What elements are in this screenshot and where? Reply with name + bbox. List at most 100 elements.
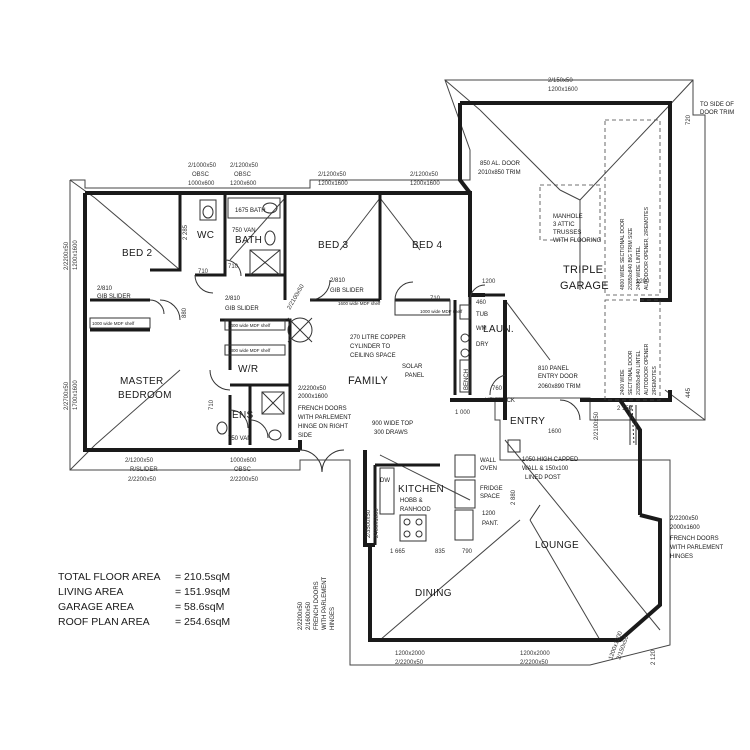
garage-door-outlines <box>539 119 661 446</box>
room-wr: W/R <box>238 364 258 375</box>
note-pant2: PANT. <box>482 521 499 527</box>
note-garage-door9: 2/REMOTES <box>652 365 658 395</box>
room-family: FAMILY <box>348 375 388 387</box>
note-slider-bed2a: 2/810 <box>97 286 113 292</box>
note-manhole1: MANHOLE <box>553 214 583 220</box>
area-roof-label: ROOF PLAN AREA <box>58 616 150 628</box>
note-dry: DRY <box>476 342 489 348</box>
dim-760: 760 <box>492 386 503 392</box>
note-manhole4: WITH FLOORING <box>553 238 602 244</box>
note-slider-hall-a: 2/810 <box>225 296 241 302</box>
note-fd4: WITH PARLEMENT <box>298 415 352 421</box>
dim-1665: 1 665 <box>390 549 406 555</box>
note-manhole2: 3 ATTIC <box>553 222 575 228</box>
dim-1600: 1600 <box>548 429 562 435</box>
dim-left-3: 2/2700x50 <box>64 381 70 410</box>
note-slider-hall-b: GIB SLIDER <box>225 306 259 312</box>
dim-2880: 2 880 <box>511 489 517 505</box>
room-entry: ENTRY <box>510 416 545 427</box>
room-master-line2: BEDROOM <box>118 390 172 401</box>
area-total-value: = 210.5sqM <box>175 571 230 583</box>
dim-bot-2: R/SLIDER <box>130 467 158 473</box>
dim-left-4: 1700x1600 <box>73 380 79 410</box>
note-panel2: ENTRY DOOR <box>538 374 578 380</box>
dim-720: 720 <box>686 114 692 125</box>
note-ens-van: 750 VAN <box>228 436 252 442</box>
dim-790: 790 <box>462 549 473 555</box>
note-lounge-fd5: HINGES <box>670 554 693 560</box>
note-al-door2: 2010x850 TRIM <box>478 170 521 176</box>
dim-bot-4: 1000x600 <box>230 458 257 464</box>
room-bed4: BED 4 <box>412 240 443 251</box>
note-garage-door4: AUTODOOR OPENER, 2/REMOTES <box>644 206 650 290</box>
note-garage-door7: 2/2850x840 LINTEL <box>636 350 642 395</box>
fixtures <box>89 197 541 542</box>
note-fd3: FRENCH DOORS <box>298 406 347 412</box>
dim-880: 880 <box>182 307 188 318</box>
note-solar2: PANEL <box>405 373 425 379</box>
note-drawer2: 300 DRAWS <box>374 430 408 436</box>
note-panel3: 2060x890 TRIM <box>538 384 581 390</box>
dim-bot-3: 2/2200x50 <box>128 477 157 483</box>
note-lounge-fd3: FRENCH DOORS <box>670 536 719 542</box>
note-post1: 1050 HIGH CAPPED <box>522 457 579 463</box>
note-garage-door5: 2400 WIDE <box>620 369 626 395</box>
dim-2120: 2 120 <box>651 649 657 665</box>
area-roof-value: = 254.6sqM <box>175 616 230 628</box>
note-dining-fd4: WITH PARLEMENT <box>322 576 328 630</box>
room-dining: DINING <box>415 588 452 599</box>
room-wc: WC <box>197 230 214 241</box>
area-garage-label: GARAGE AREA <box>58 601 134 613</box>
room-lounge: LOUNGE <box>535 540 579 551</box>
note-tub: TUB <box>476 312 488 318</box>
note-hob2: RANHOOD <box>400 507 431 513</box>
note-wall-oven2: OVEN <box>480 466 497 472</box>
dim-left-2: 1200x1600 <box>73 240 79 270</box>
note-slider-bed2b: GIB SLIDER <box>97 294 131 300</box>
note-wall-oven1: WALL <box>480 458 497 464</box>
note-shelf-wr2: 1300 wide MDF shelf <box>228 348 271 353</box>
note-garage-door1: 4800 WIDE SECTIONAL DOOR <box>620 218 626 290</box>
dim-kitchen-w1: 2/3500x50 <box>366 509 372 538</box>
dim-1200b: 1200 <box>636 279 650 285</box>
note-garage-door2: 2/2850x840 BIG TRIM SIZE <box>628 227 634 290</box>
room-bed3: BED 3 <box>318 240 349 251</box>
note-fd6: SIDE <box>298 433 312 439</box>
note-slider-bed3b: GIB SLIDER <box>330 288 364 294</box>
dim-dining-b3: 1200x2000 <box>520 651 550 657</box>
note-al-door1: 850 AL. DOOR <box>480 161 521 167</box>
dim-460: 460 <box>476 300 487 306</box>
dim-bot-5: OBSC <box>234 467 252 473</box>
dim-left-1: 2/2200x50 <box>64 241 70 270</box>
note-fd5: HINGE ON RIGHT <box>298 424 348 430</box>
dim-top-a1: 2/1000x50 <box>188 163 217 169</box>
area-total-label: TOTAL FLOOR AREA <box>58 571 161 583</box>
room-bed2: BED 2 <box>122 248 153 259</box>
dim-1000: 1 000 <box>455 410 471 416</box>
room-laun: LAUN. <box>483 324 514 335</box>
dim-entry-wall: 2/2100x50 <box>287 283 307 311</box>
note-shelf-bed3: 1600 wide MDF shelf <box>338 301 381 306</box>
note-lounge-fd1: 2/2200x50 <box>670 516 699 522</box>
dim-bot-1: 2/1200x50 <box>125 458 154 464</box>
note-pant1: 1200 <box>482 511 496 517</box>
exterior-walls <box>83 101 672 642</box>
note-keylock: KEY LOCK <box>485 398 515 404</box>
dim-bot-6: 2/2200x50 <box>230 477 259 483</box>
room-kitchen: KITCHEN <box>398 484 444 495</box>
dim-dining-b2: 2/2200x50 <box>395 660 424 666</box>
note-side-door2: DOOR TRIM <box>700 110 734 116</box>
annotations: 1675 BATH 750 VAN 2/810 GIB SLIDER 2/810… <box>92 102 734 630</box>
dim-835: 835 <box>435 549 446 555</box>
area-living-label: LIVING AREA <box>58 586 123 598</box>
note-bench: BENCH <box>464 369 470 390</box>
note-cyl1: 270 LITRE COPPER <box>350 335 406 341</box>
room-garage: GARAGE <box>560 280 609 292</box>
room-master-line1: MASTER <box>120 376 163 387</box>
dim-top-d1: 2/1200x50 <box>410 172 439 178</box>
note-fridge2: SPACE <box>480 494 500 500</box>
dim-1200a: 1200 <box>482 279 496 285</box>
dimension-labels: 2/150x50 1200x1600 2/1000x50 OBSC 1000x6… <box>64 78 692 666</box>
dim-top-c2: 1200x1600 <box>318 181 348 187</box>
note-bath-1675: 1675 BATH <box>235 208 266 214</box>
